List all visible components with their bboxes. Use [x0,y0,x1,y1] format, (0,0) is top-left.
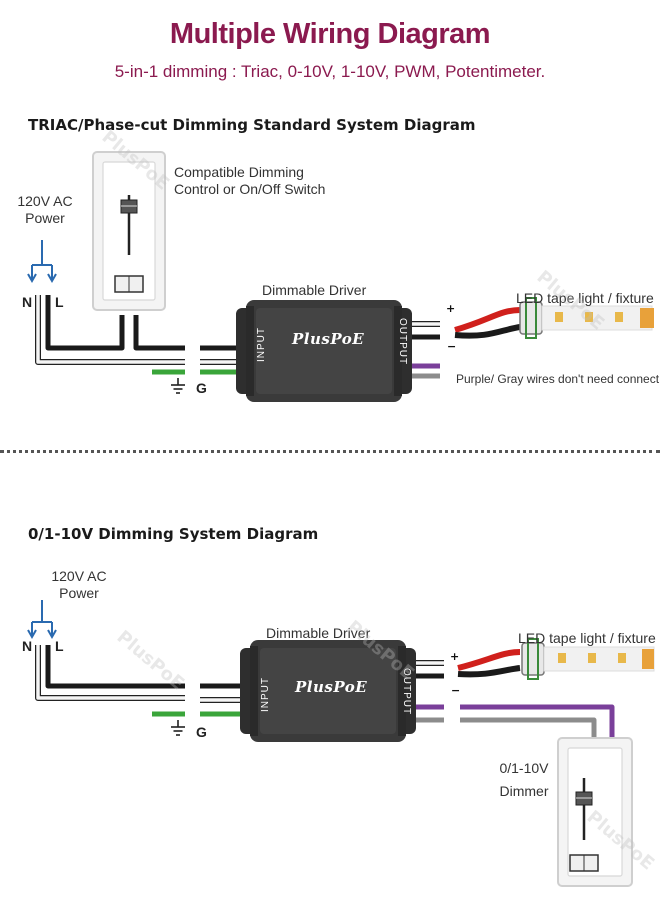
dim010-section-title: 0/1-10V Dimming System Diagram [28,525,319,543]
dim010-dimmer-label: 0/1-10V Dimmer [499,760,549,799]
triac-line-label: L [55,294,64,310]
triac-minus-sign: − [447,340,457,353]
input-wires [35,645,250,717]
dimmer-switch-plate [557,737,633,887]
triac-plus-sign: + [446,302,456,315]
page-subtitle: 5-in-1 dimming : Triac, 0-10V, 1-10V, PW… [114,62,546,81]
section-divider [0,450,660,453]
power-arrow-icon [27,240,57,284]
power-arrow-icon [27,600,57,640]
triac-driver-brand: PlusPoE [292,330,365,348]
triac-driver-output-label: OUTPUT [397,318,408,366]
dim010-driver-input-label: INPUT [260,677,271,712]
triac-neutral-label: N [22,294,33,310]
ground-icon [171,378,185,394]
triac-section-title: TRIAC/Phase-cut Dimming Standard System … [28,116,476,134]
triac-driver-label: Dimmable Driver [262,282,367,298]
triac-note: Purple/ Gray wires don't need connect [456,372,660,386]
led-tape-light [519,297,654,339]
led-tape-light [521,638,655,680]
page-title: Multiple Wiring Diagram [169,18,491,50]
dim010-led-label: LED tape light / fixture [518,630,656,646]
dimming-switch-plate [92,151,166,311]
triac-wiring-diagram [27,151,654,402]
dim010-driver-label: Dimmable Driver [266,625,371,641]
triac-led-label: LED tape light / fixture [516,290,654,306]
dim010-minus-sign: − [451,684,461,697]
dim010-line-label: L [55,638,64,654]
dim010-neutral-label: N [22,638,33,654]
dim010-power-label: 120V AC Power [51,568,107,601]
dim010-wiring-diagram [27,600,655,887]
triac-switch-label: Compatible Dimming Control or On/Off Swi… [174,164,326,197]
triac-ground-label: G [196,380,207,396]
output-wires [412,307,521,379]
dim010-ground-label: G [196,724,207,740]
dimmable-driver [236,300,412,402]
triac-driver-input-label: INPUT [256,327,267,362]
dim010-plus-sign: + [450,650,460,663]
ground-icon [171,720,185,736]
dimmable-driver [240,640,416,742]
triac-power-label: 120V AC Power [17,193,73,226]
dim010-driver-brand: PlusPoE [295,678,368,696]
